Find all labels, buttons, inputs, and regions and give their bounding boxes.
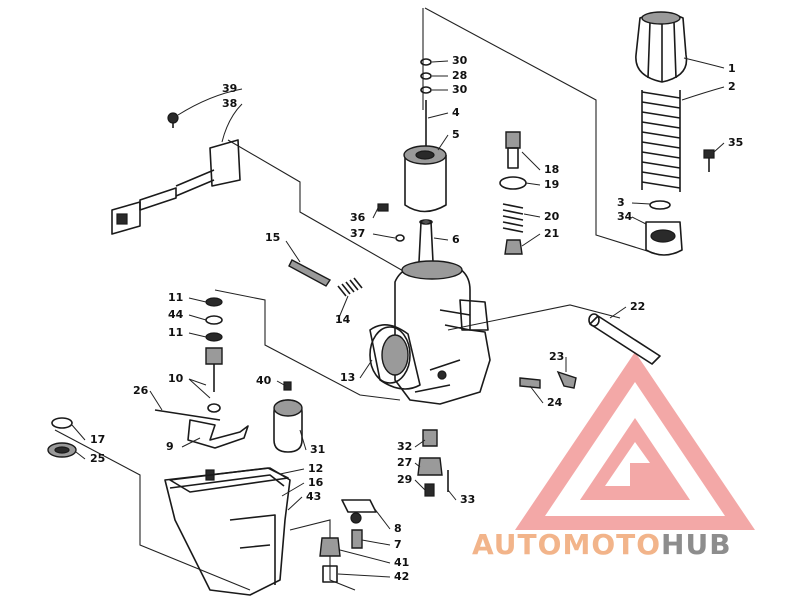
callout-29: 29	[397, 473, 412, 486]
part-12-bowl-gasket	[169, 467, 289, 493]
callout-18: 18	[544, 163, 559, 176]
part-36-37-screw-oring	[377, 203, 405, 242]
callout-28: 28	[452, 69, 467, 82]
brand-auto-text: AUTO	[472, 528, 563, 561]
part-25-drain-cap	[47, 442, 77, 458]
callout-30: 30	[452, 54, 468, 67]
callout-9: 9	[166, 440, 174, 453]
callout-2: 2	[728, 80, 736, 93]
part-2-throttle-spring	[641, 90, 681, 192]
leader-lines	[71, 57, 725, 578]
callout-41: 41	[394, 556, 409, 569]
callout-22: 22	[630, 300, 645, 313]
part-26-float-pin	[154, 409, 221, 421]
part-11-washer-top	[205, 297, 223, 307]
callout-26: 26	[133, 384, 149, 397]
callout-14: 14	[335, 313, 351, 326]
brand-moto-text: MOTO	[562, 528, 662, 561]
callout-44: 44	[168, 308, 184, 321]
part-31-float	[273, 399, 303, 453]
callout-8: 8	[394, 522, 402, 535]
part-34-mixing-chamber-top	[645, 221, 683, 256]
automotohub-logo	[515, 352, 755, 530]
callout-7: 7	[394, 538, 402, 551]
part-19-gasket	[499, 176, 527, 190]
callout-11: 11	[168, 326, 183, 339]
callout-19: 19	[544, 178, 559, 191]
callout-23: 23	[549, 350, 564, 363]
callout-13: 13	[340, 371, 355, 384]
part-35-screw	[703, 149, 715, 172]
callout-1: 1	[728, 62, 736, 75]
part-10-float-valve	[205, 347, 223, 413]
callout-30: 30	[452, 83, 468, 96]
callout-25: 25	[90, 452, 105, 465]
part-27-jet-holder	[417, 457, 443, 476]
part-9-float-arm	[187, 419, 249, 449]
callout-27: 27	[397, 456, 412, 469]
part-39-screw	[167, 112, 179, 128]
part-15-idle-screw	[288, 259, 332, 287]
automotohub-wordmark: AUTOMOTOHUB	[472, 528, 732, 561]
part-23-elbow-fitting	[556, 370, 577, 389]
callout-12: 12	[308, 462, 323, 475]
callout-34: 34	[617, 210, 633, 223]
callout-42: 42	[394, 570, 409, 583]
callout-36: 36	[350, 211, 366, 224]
part-14-spring	[337, 277, 363, 297]
part-43-washer	[341, 499, 377, 513]
part-38-throttle-position-sensor	[111, 139, 241, 235]
part-22-tube	[588, 313, 661, 365]
part-41-drain-screw	[319, 537, 341, 557]
callout-5: 5	[452, 128, 460, 141]
part-3-washer	[649, 200, 671, 210]
part-8-screw	[350, 512, 362, 524]
brand-hub-text: HUB	[661, 528, 732, 561]
part-1-carb-cap	[635, 11, 688, 83]
part-40-plug	[283, 381, 292, 391]
callout-37: 37	[350, 227, 365, 240]
callout-24: 24	[547, 396, 563, 409]
callout-20: 20	[544, 210, 560, 223]
callout-32: 32	[397, 440, 412, 453]
part-30-28-clips	[420, 58, 432, 94]
callout-15: 15	[265, 231, 280, 244]
callout-3: 3	[617, 196, 625, 209]
callout-40: 40	[256, 374, 272, 387]
callout-35: 35	[728, 136, 743, 149]
part-20-spring	[502, 203, 524, 233]
part-44-washer	[205, 315, 223, 325]
callout-4: 4	[452, 106, 460, 119]
callout-17: 17	[90, 433, 105, 446]
callout-6: 6	[452, 233, 460, 246]
part-32-main-jet	[422, 429, 438, 447]
callout-16: 16	[308, 476, 324, 489]
part-18-fitting	[505, 131, 521, 169]
part-24-hose-nipple	[519, 377, 541, 389]
callout-11: 11	[168, 291, 183, 304]
callout-numbers: 1234567891011111213141516171819202122232…	[90, 54, 743, 583]
callout-31: 31	[310, 443, 325, 456]
callout-38: 38	[222, 97, 237, 110]
part-6-needle-jet	[418, 219, 434, 263]
carburetor-body	[369, 260, 491, 405]
part-5-throttle-slide	[403, 145, 447, 213]
part-42-plug	[322, 565, 338, 583]
callout-33: 33	[460, 493, 475, 506]
part-17-washer	[51, 417, 73, 429]
part-21-valve	[504, 239, 523, 255]
part-29-pilot-jet	[424, 483, 435, 497]
callout-10: 10	[168, 372, 184, 385]
part-7-screw	[351, 529, 363, 549]
part-11-washer-bottom	[205, 332, 223, 342]
callout-21: 21	[544, 227, 559, 240]
callout-43: 43	[306, 490, 321, 503]
callout-39: 39	[222, 82, 237, 95]
